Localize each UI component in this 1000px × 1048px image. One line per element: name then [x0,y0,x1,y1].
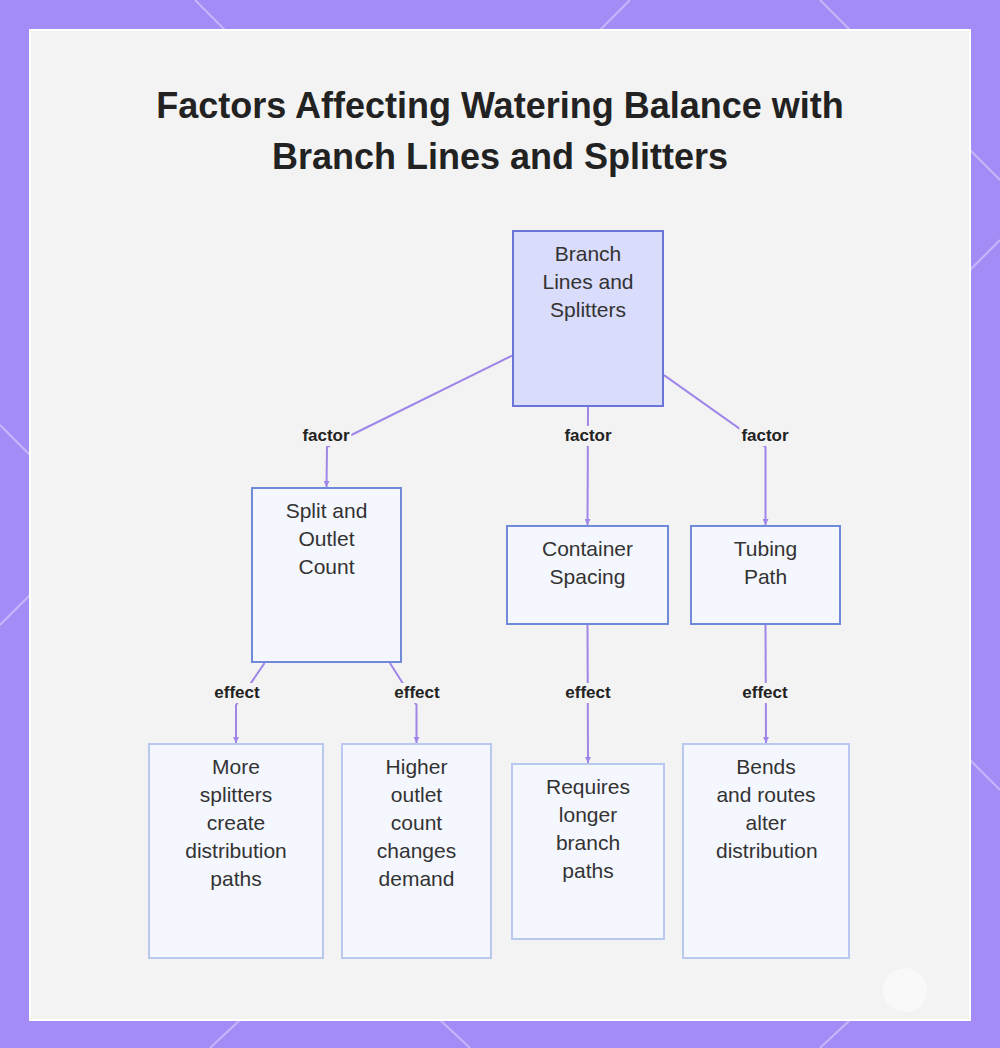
edge-label: effect [740,683,789,703]
process-box: Container Spacing [506,525,669,625]
node-text: Tubing Path [714,535,817,591]
node-text: Requires longer branch paths [538,773,638,885]
process-box: Requires longer branch paths [511,763,665,940]
border-decoration [970,150,1000,180]
node-text: More splitters create distribution paths [180,753,292,893]
process-box: Tubing Path [690,525,841,625]
node-text: Container Spacing [528,535,647,591]
border-decoration [440,1020,470,1048]
connector-arrow [587,407,590,525]
connector-arrow [236,663,265,743]
connector-arrow [327,356,513,487]
edge-label: factor [739,426,790,446]
border-decoration [970,240,1000,270]
edge-label: effect [563,683,612,703]
process-box: Higher outlet count changes demand [341,743,492,959]
border-decoration [195,0,225,30]
border-decoration [820,1020,850,1048]
edge-label: factor [562,426,613,446]
connector-arrow [390,663,417,743]
border-decoration [600,0,630,30]
edge-label: effect [212,683,261,703]
process-box: More splitters create distribution paths [148,743,324,959]
connector-arrow [664,375,766,525]
border-decoration [970,760,1000,790]
border-decoration [0,595,30,625]
node-text: Higher outlet count changes demand [368,753,465,893]
diagram-title: Factors Affecting Watering Balance with … [120,80,880,182]
node-text: Split and Outlet Count [273,497,380,581]
border-decoration [820,0,850,30]
edge-label: effect [392,683,441,703]
watermark-badge [883,968,927,1012]
border-decoration [210,1020,240,1048]
node-text: Bends and routes alter distribution [716,753,816,865]
border-decoration [0,425,30,455]
content-panel [30,30,970,1020]
edge-label: factor [300,426,351,446]
process-box: Bends and routes alter distribution [682,743,850,959]
process-box: Split and Outlet Count [251,487,402,663]
node-text: Branch Lines and Splitters [534,240,642,324]
process-box: Branch Lines and Splitters [512,230,664,407]
